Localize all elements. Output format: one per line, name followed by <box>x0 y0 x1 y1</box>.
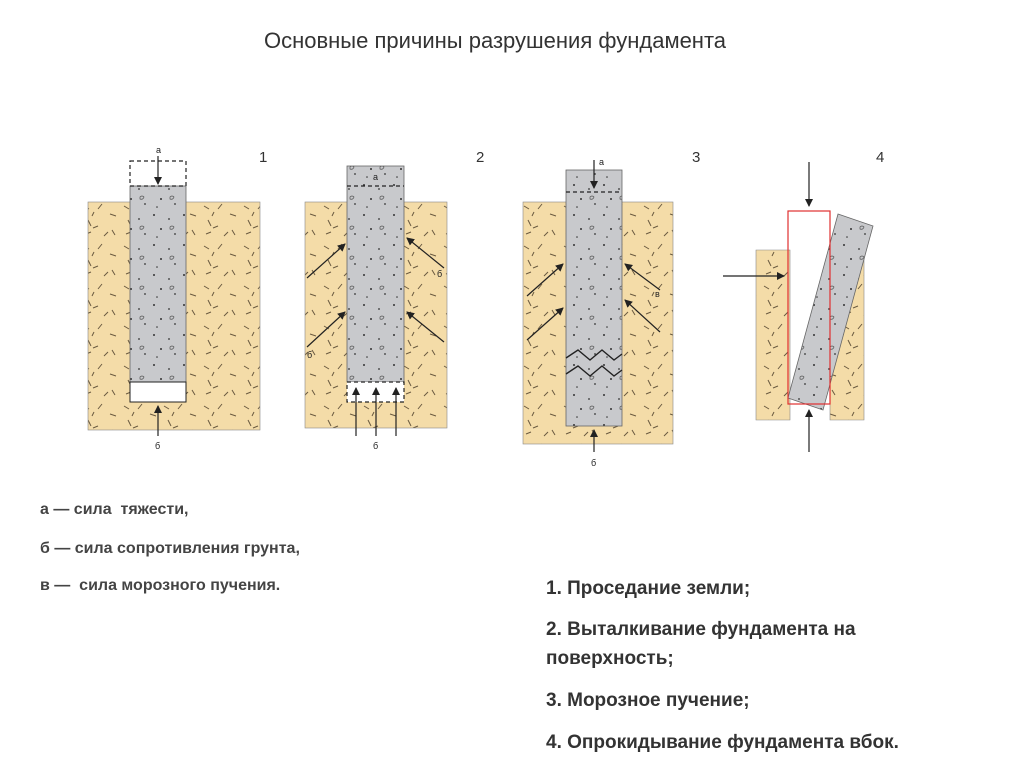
fig3-number: 3 <box>692 149 700 166</box>
fig4-number: 4 <box>876 149 884 166</box>
diagram-title: Основные причины разрушения фундамента <box>263 28 727 53</box>
cause-4: 4. Опрокидывание фундамента вбок. <box>546 732 899 753</box>
fig1-label-bottom: б <box>155 441 160 451</box>
arrow-3-left-upper <box>526 263 564 297</box>
arrow-2-left-upper <box>306 243 346 279</box>
cause-1: 1. Проседание земли; <box>546 578 751 599</box>
figure-3: а в б 3 <box>522 149 700 468</box>
fig2-label-bottom: б <box>373 441 378 451</box>
legend-a: а — сила тяжести, <box>40 501 189 518</box>
fig3-label-top: а <box>599 157 604 167</box>
arrow-3-right-lower <box>624 299 661 333</box>
fig2-number: 2 <box>476 149 484 166</box>
pile-2 <box>346 165 405 383</box>
crack-3-upper <box>565 349 623 361</box>
pile-4-outline <box>787 210 831 405</box>
void-1 <box>129 381 187 403</box>
arrow-3-left-lower <box>526 307 564 341</box>
fig1-label-top: а <box>156 145 161 155</box>
cause-3: 3. Морозное пучение; <box>546 690 750 711</box>
arrow-2-right-lower <box>406 311 445 343</box>
crack-3-lower <box>565 365 623 377</box>
fig1-number: 1 <box>259 149 267 166</box>
fig2-label-side-right: б <box>437 269 442 279</box>
fig2-label-top: а <box>373 172 378 182</box>
arrow-3-right-upper <box>624 263 661 291</box>
figure-4: 4 <box>723 149 884 452</box>
arrow-2-right-upper <box>406 237 445 269</box>
figure-2: а б б б 2 <box>304 149 484 451</box>
fig3-label-side: в <box>655 289 660 299</box>
fig3-label-bottom: б <box>591 458 596 468</box>
cause-2: 2. Выталкивание фундамента на поверхност… <box>546 619 856 669</box>
figure-1: а б 1 <box>87 145 267 451</box>
arrow-2-left-lower <box>306 311 346 348</box>
pile-3 <box>565 169 623 427</box>
legend-v: в — сила морозного пучения. <box>40 577 281 594</box>
fig2-label-side-left: б <box>307 350 312 360</box>
soil-4 <box>755 249 791 421</box>
legend-b: б — сила сопротивления грунта, <box>40 540 300 557</box>
pile-1 <box>129 185 187 383</box>
